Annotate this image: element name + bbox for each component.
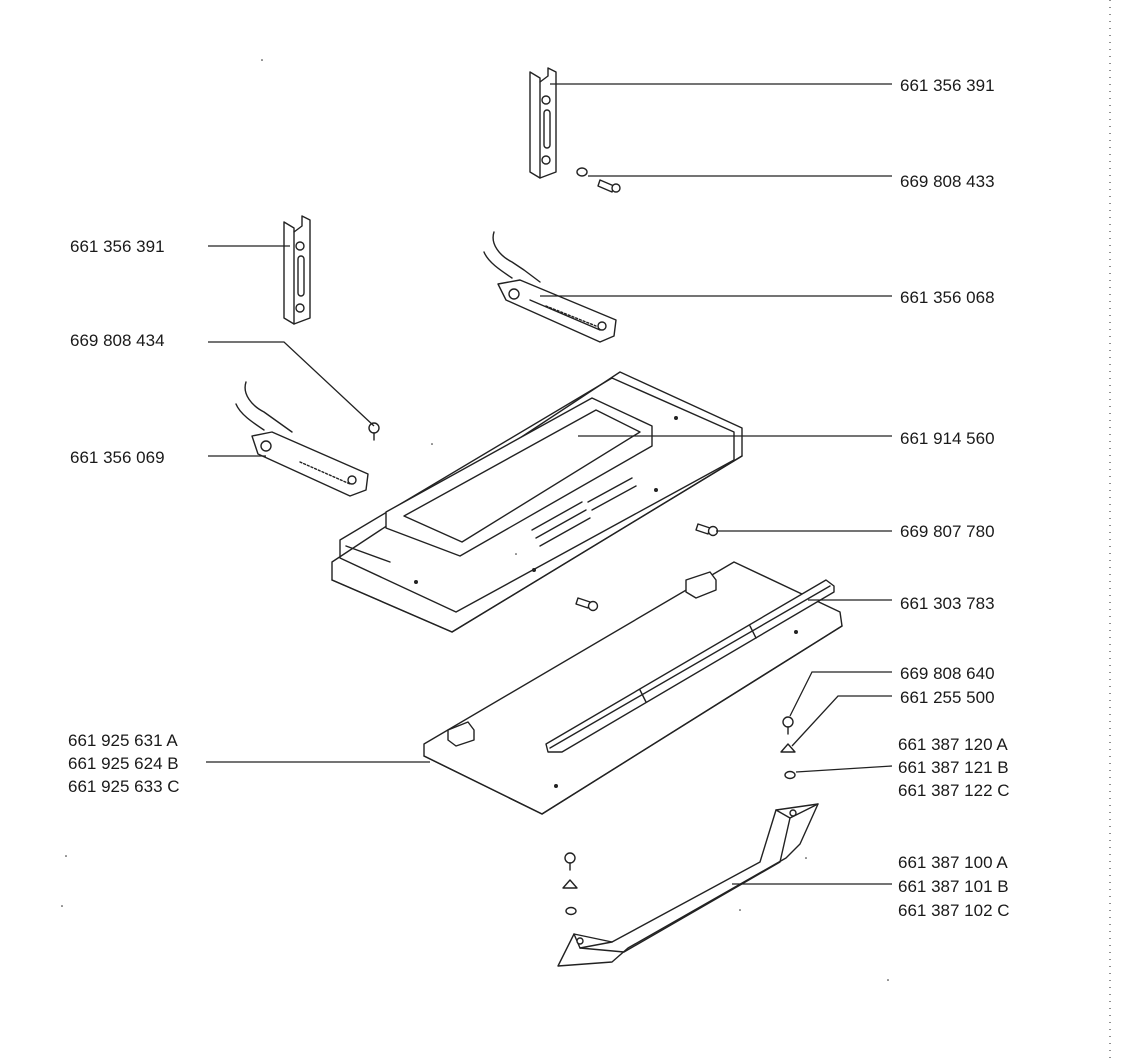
label-door-handle: 661 387 100 A 661 387 101 B 661 387 102 … <box>898 853 1013 920</box>
screw-side-drawing <box>695 523 719 537</box>
leader-handle-screw <box>789 671 892 717</box>
leader-handle-spacer <box>795 765 893 773</box>
label-screw-left: 669 808 434 <box>70 331 165 350</box>
leader-lines <box>206 83 893 885</box>
label-door-panel: 661 925 631 A 661 925 624 B 661 925 633 … <box>68 731 183 796</box>
label-hinge-left: 661 356 069 <box>70 448 165 467</box>
door-panel-drawing <box>423 561 843 815</box>
hinge-left-drawing <box>235 381 369 497</box>
label-hinge-right: 661 356 068 <box>900 288 995 307</box>
hinge-right-drawing <box>483 231 617 343</box>
door-inner-frame-drawing <box>331 371 743 633</box>
label-hinge-bracket-left: 661 356 391 <box>70 237 165 256</box>
leader-handle-washer <box>791 695 892 747</box>
screw-middle-drawing <box>575 597 599 612</box>
handle-fixings-left-drawing <box>562 852 578 916</box>
screw-left-drawing <box>368 422 380 441</box>
leader-screw-left <box>208 341 375 427</box>
scan-specks <box>61 59 889 981</box>
door-strip-drawing <box>545 579 835 753</box>
handle-fixings-right-drawing <box>780 716 796 780</box>
label-door-inner-frame: 661 914 560 <box>900 429 995 448</box>
label-handle-spacer: 661 387 120 A 661 387 121 B 661 387 122 … <box>898 735 1013 800</box>
label-screw-side: 669 807 780 <box>900 522 995 541</box>
label-hinge-bracket-right: 661 356 391 <box>900 76 995 95</box>
label-door-strip: 661 303 783 <box>900 594 995 613</box>
label-handle-screw: 669 808 640 <box>900 664 995 683</box>
spacer-screw-upper-drawing <box>576 167 621 193</box>
part-labels: 661 356 391 669 808 433 661 356 391 661 … <box>68 76 1013 920</box>
hinge-bracket-left-drawing <box>283 215 311 325</box>
hinge-bracket-right-drawing <box>529 67 557 179</box>
label-spacer-screw-upper: 669 808 433 <box>900 172 995 191</box>
label-handle-washer: 661 255 500 <box>900 688 995 707</box>
door-handle-drawing <box>557 803 819 967</box>
